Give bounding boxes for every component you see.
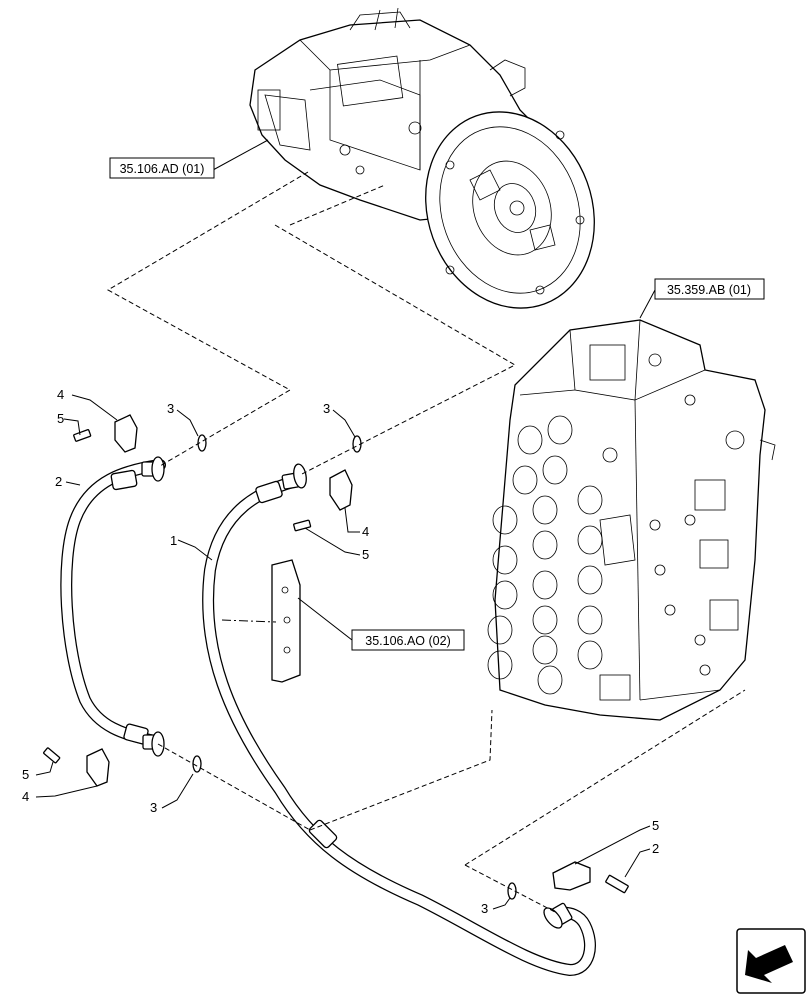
callout-3-top-right: 3 xyxy=(323,401,330,416)
ref-bracket[interactable]: 35.106.AO (02) xyxy=(351,629,465,651)
clamp-4b xyxy=(329,469,353,511)
bolt-5c xyxy=(43,747,61,764)
clamp-4c xyxy=(86,748,110,787)
clamp-5-right xyxy=(552,861,591,891)
callouts: 1 2 2 3 3 3 3 4 4 4 5 5 5 5 xyxy=(22,387,659,916)
bolt-5a xyxy=(73,429,92,442)
arrow-icon[interactable] xyxy=(736,928,806,994)
bolt-5b xyxy=(293,519,312,532)
callout-5-bottom-left: 5 xyxy=(22,767,29,782)
ref-pump-label: 35.106.AD (01) xyxy=(120,162,205,176)
callout-3-bottom-right: 3 xyxy=(481,901,488,916)
callout-4-bottom-left: 4 xyxy=(22,789,29,804)
hose-2 xyxy=(60,456,166,757)
hydraulic-pump xyxy=(249,7,595,309)
ref-bracket-label: 35.106.AO (02) xyxy=(365,634,450,648)
callout-3-top-left: 3 xyxy=(167,401,174,416)
o-ring-3a xyxy=(197,434,207,452)
connection-lines xyxy=(106,171,746,913)
leader-lines xyxy=(35,139,656,910)
o-ring-3d xyxy=(507,882,517,900)
callout-4-mid: 4 xyxy=(362,524,369,539)
clamp-4a xyxy=(114,414,138,453)
ref-valve-label: 35.359.AB (01) xyxy=(667,283,751,297)
bracket-plate xyxy=(271,559,301,683)
ref-valve[interactable]: 35.359.AB (01) xyxy=(654,278,765,300)
callout-5-top-left: 5 xyxy=(57,411,64,426)
callout-5-right: 5 xyxy=(652,818,659,833)
hose-1 xyxy=(202,463,596,977)
callout-2-right: 2 xyxy=(652,841,659,856)
ref-pump[interactable]: 35.106.AD (01) xyxy=(109,157,215,179)
bolt-2-right xyxy=(605,874,629,894)
callout-1: 1 xyxy=(170,533,177,548)
control-valve xyxy=(487,319,776,721)
callout-2-left: 2 xyxy=(55,474,62,489)
callout-5-mid: 5 xyxy=(362,547,369,562)
callout-3-bottom-left: 3 xyxy=(150,800,157,815)
callout-4-top-left: 4 xyxy=(57,387,64,402)
